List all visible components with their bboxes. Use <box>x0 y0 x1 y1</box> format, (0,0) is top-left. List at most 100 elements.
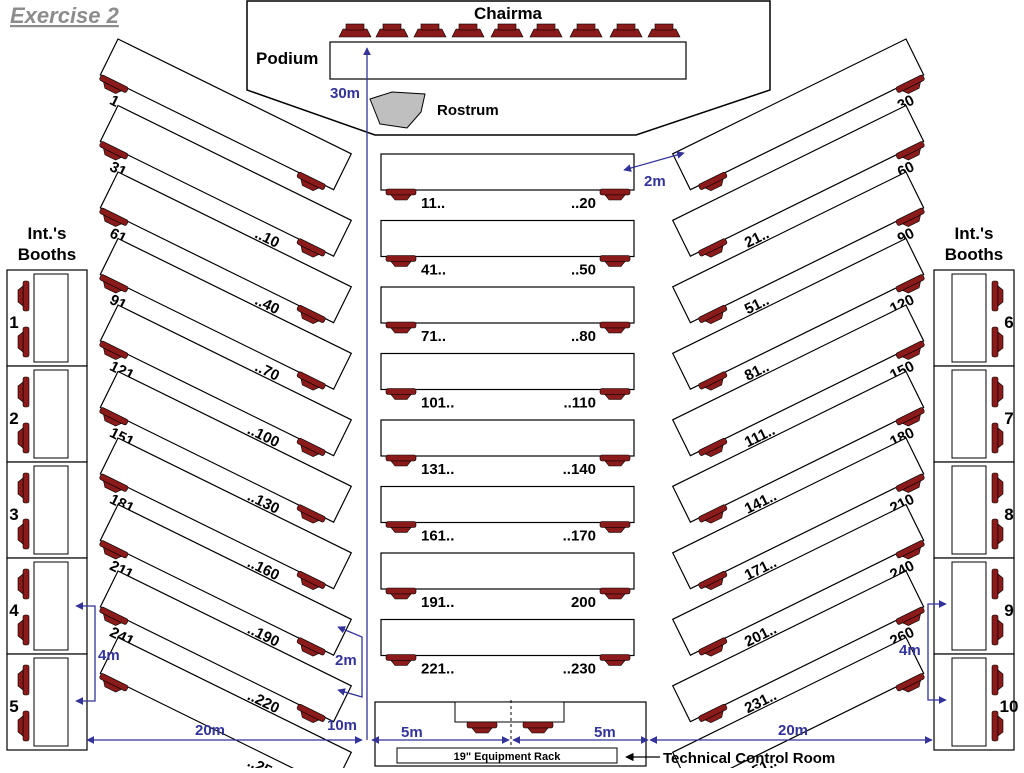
booth-seat <box>991 376 1004 408</box>
row-start-label: 191.. <box>421 594 454 611</box>
row-start-label: 71.. <box>421 328 446 345</box>
row-seat <box>895 540 925 560</box>
row-seat <box>385 654 417 666</box>
row-seat <box>698 703 728 724</box>
row-seat <box>599 454 631 467</box>
row-seat <box>895 473 925 493</box>
dimension-4m-left-line <box>75 602 96 705</box>
chair-seat <box>375 23 409 38</box>
dimension-4m-left: 4m <box>98 647 120 664</box>
row-start-label: 161.. <box>421 528 454 545</box>
interpreter-booth: 8 <box>933 461 1015 559</box>
left-booths-label-line1: Int.'s <box>28 224 67 243</box>
row-seat <box>99 207 129 227</box>
center-seating-row: 101.. ..110 <box>380 352 635 412</box>
chair-seat <box>647 23 681 38</box>
booth-number: 1 <box>9 313 18 332</box>
booth-seat <box>17 472 30 504</box>
chair-seat <box>529 23 563 38</box>
booth-number: 4 <box>9 601 19 620</box>
interpreter-booth: 10 <box>933 653 1019 751</box>
row-start-label: 131.. <box>421 461 454 478</box>
dimension-5m-left: 5m <box>401 724 423 741</box>
row-seat <box>296 371 326 391</box>
row-seat <box>99 274 129 294</box>
chair-seat <box>490 23 524 38</box>
row-seat <box>895 606 925 626</box>
row-seat <box>385 587 417 600</box>
row-seat <box>895 74 925 94</box>
booth-seat <box>991 568 1004 600</box>
center-seating-row: 131....140 <box>380 419 635 478</box>
row-seat <box>599 255 631 267</box>
row-end-label: ..20 <box>571 195 596 212</box>
row-seat <box>296 437 326 458</box>
row-seat <box>599 587 631 600</box>
row-seat <box>296 637 326 657</box>
row-seat <box>296 238 326 258</box>
chairman-seats <box>338 23 681 38</box>
center-seating-row: 11.. ..20 <box>380 153 635 212</box>
row-end-label: 200 <box>571 594 596 611</box>
equipment-rack-label: 19" Equipment Rack <box>454 751 562 763</box>
right-interpreter-booths: 6 7 8 9 10 <box>933 269 1019 751</box>
left-booths-label-line2: Booths <box>18 245 77 264</box>
dimension-4m-right: 4m <box>899 642 921 659</box>
row-end-label: ..230 <box>563 661 596 678</box>
left-seating-rows: 1..31....1061....4091....70121....100151… <box>99 38 353 773</box>
chair-seat <box>569 23 603 38</box>
booth-number: 8 <box>1004 505 1013 524</box>
stage-outline <box>246 0 771 136</box>
interpreter-booth: 4 <box>6 557 88 655</box>
interpreter-booth: 3 <box>6 461 88 559</box>
chairman-label: Chairma <box>474 4 543 23</box>
control-room-label: Technical Control Room <box>663 750 835 767</box>
booth-number: 10 <box>1000 697 1019 716</box>
booth-seat <box>17 376 30 408</box>
center-seating-row: 221....230 <box>380 618 635 678</box>
dimension-2m-left: 2m <box>335 652 357 669</box>
row-seat <box>895 673 925 693</box>
booth-seat <box>17 614 30 646</box>
podium-table <box>329 41 687 80</box>
booth-seat <box>17 710 30 742</box>
row-seat <box>895 207 925 227</box>
row-seat <box>698 371 728 391</box>
row-seat <box>599 654 631 666</box>
booth-number: 6 <box>1004 313 1013 332</box>
row-seat <box>99 340 129 360</box>
booth-seat <box>17 664 30 696</box>
row-start-label: 11.. <box>421 195 445 212</box>
right-booths-label-line2: Booths <box>945 245 1004 264</box>
row-seat <box>698 570 728 591</box>
dimension-30m: 30m <box>330 85 360 102</box>
booth-seat <box>17 326 30 358</box>
row-end-label: ..110 <box>563 395 596 412</box>
control-desk <box>454 701 565 723</box>
row-seat <box>385 521 417 533</box>
row-end-label: ..170 <box>563 528 596 545</box>
interpreter-booth: 7 <box>933 365 1015 463</box>
row-seat <box>698 437 728 458</box>
right-seating-rows: ..30..6021....9051....12081....150111...… <box>671 38 925 773</box>
interpreter-booth: 2 <box>6 365 88 463</box>
dimension-lines <box>75 47 947 744</box>
dimension-4m-right-line <box>927 600 947 704</box>
row-seat <box>599 388 631 400</box>
control-room-seat <box>522 721 554 734</box>
dimension-5m-right: 5m <box>594 724 616 741</box>
chair-seat <box>451 23 485 38</box>
center-seating-row: 41....50 <box>380 219 635 279</box>
booth-seat <box>991 326 1004 358</box>
row-seat <box>99 473 129 493</box>
interpreter-booth: 9 <box>933 557 1015 655</box>
booth-seat <box>991 472 1004 504</box>
control-room-seat <box>466 721 498 734</box>
center-seating-row: 191.. 200 <box>380 552 635 611</box>
booth-seat <box>17 280 30 312</box>
row-start-label: 41.. <box>421 262 446 279</box>
booth-seat <box>991 664 1004 696</box>
interpreter-booth: 6 <box>933 269 1015 367</box>
row-start-label: 101.. <box>421 395 454 412</box>
